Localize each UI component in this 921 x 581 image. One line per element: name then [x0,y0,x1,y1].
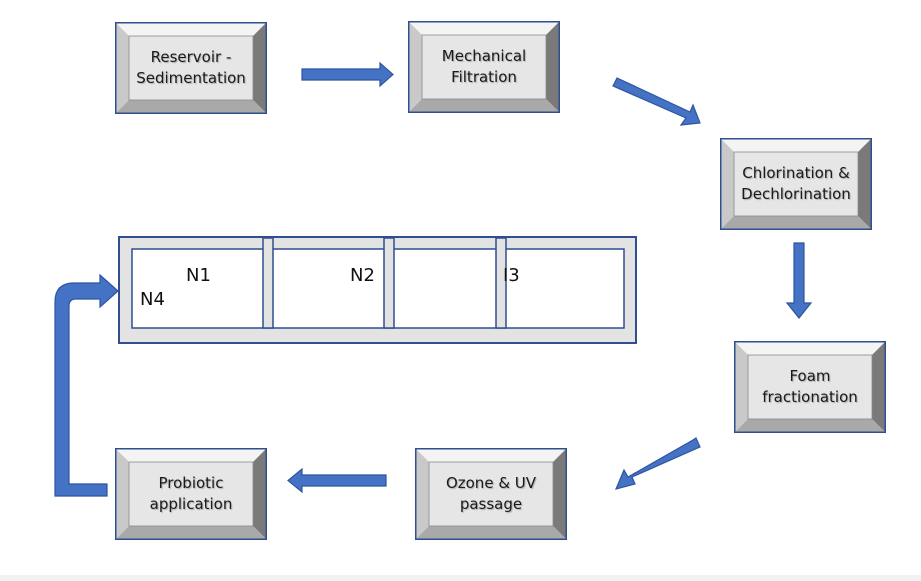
reservoir-label: Reservoir - Sedimentation [136,48,246,87]
tank-label-n2: N2 [350,265,375,286]
foam-fractionation-label: Foam fractionation [762,367,858,406]
foam-fractionation-box: Foam fractionation [734,341,886,433]
mechanical-filtration-box: Mechanical Filtration [408,21,560,113]
chlorination-label: Chlorination & Dechlorination [741,164,851,203]
probiotic-application-label: Probiotic application [149,474,233,513]
bevel-frame [734,341,886,433]
ozone-uv-box: Ozone & UV passage [415,448,567,540]
bevel-frame [415,448,567,540]
ozone-uv-label: Ozone & UV passage [445,474,537,513]
arrow-reservoir-to-filtration [301,61,394,88]
arrow-ozone-to-probiotic [287,467,387,494]
tank-label-n1: N1 [186,265,211,286]
bottom-strip [0,575,921,581]
tank-system [118,236,637,344]
arrow-probiotic-to-tank [54,273,119,497]
bevel-frame [720,138,872,230]
reservoir-sedimentation-box: Reservoir - Sedimentation [115,22,267,114]
bevel-frame [115,22,267,114]
bevel-frame [408,21,560,113]
chlorination-box: Chlorination & Dechlorination [720,138,872,230]
mechanical-filtration-label: Mechanical Filtration [441,47,527,86]
tank-label-n4: N4 [140,289,165,310]
tank-divider-2 [383,237,395,329]
arrow-filtration-to-chlorination [612,77,701,126]
arrow-chlorination-to-foam [785,242,813,319]
flow-arrows [54,61,813,497]
bevel-frame [115,448,267,540]
tank-divider-1 [262,237,274,329]
probiotic-application-box: Probiotic application [115,448,267,540]
arrow-foam-to-ozone [614,437,701,490]
tank-label-n3: I3 [503,265,520,286]
tank-divider-3 [495,237,507,329]
tank-inner-compartment [131,248,625,329]
